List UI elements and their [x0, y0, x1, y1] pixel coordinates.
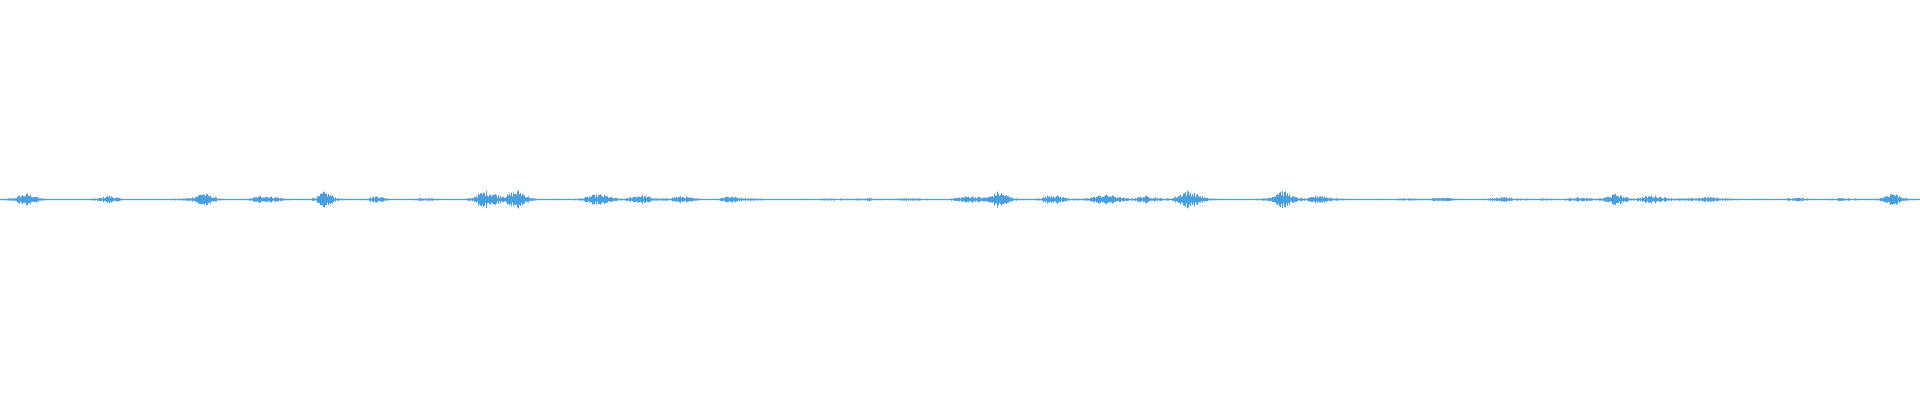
- waveform-samples: [0, 190, 1920, 209]
